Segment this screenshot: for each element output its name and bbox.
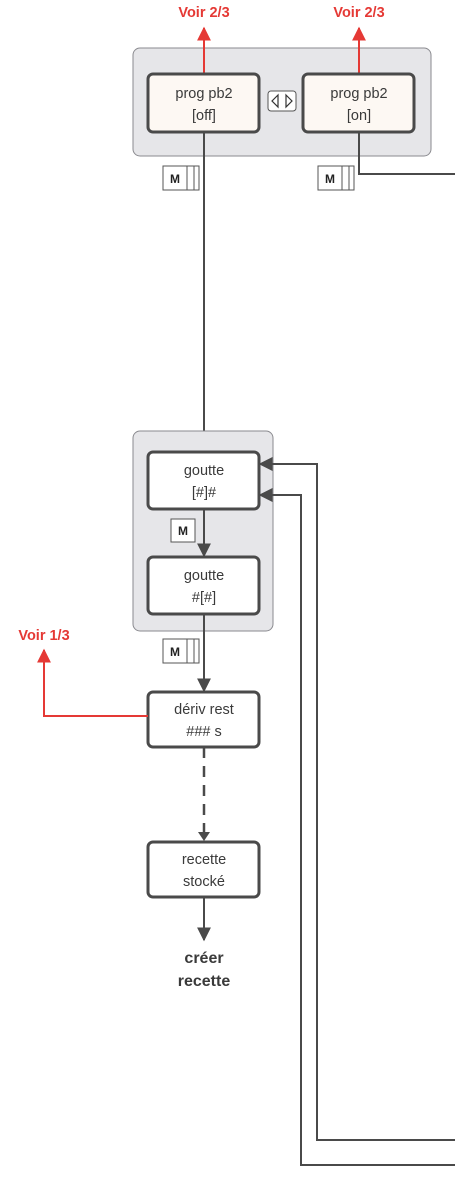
m-key-icon: M [162, 165, 200, 191]
return-line-to-goutte-2 [258, 488, 455, 1166]
svg-text:M: M [170, 172, 180, 186]
node-prog-pb2-on[interactable]: prog pb2 [on] [301, 72, 416, 134]
node-prog-pb2-off[interactable]: prog pb2 [off] [146, 72, 261, 134]
voir-link-right[interactable]: Voir 2/3 [333, 5, 384, 21]
node-deriv-rest[interactable]: dériv rest ### s [146, 690, 261, 749]
node-label: recette [182, 852, 226, 868]
node-label: prog pb2 [175, 86, 232, 102]
node-value: ### s [186, 724, 221, 740]
node-label: goutte [184, 568, 224, 584]
left-right-arrows-icon [267, 90, 297, 112]
dashed-arrow-head [198, 832, 210, 841]
node-label: dériv rest [174, 702, 234, 718]
node-value: #[#] [192, 590, 216, 606]
node-recette-stocke[interactable]: recette stocké [146, 840, 261, 899]
voir-link-left[interactable]: Voir 2/3 [178, 5, 229, 21]
creer-recette-label-1: créer [184, 950, 223, 967]
node-label: prog pb2 [330, 86, 387, 102]
m-key-icon: M [317, 165, 355, 191]
node-value: [off] [192, 108, 216, 124]
m-key-icon: M [162, 638, 200, 664]
voir-link-deriv[interactable]: Voir 1/3 [18, 628, 69, 644]
node-label: goutte [184, 463, 224, 479]
node-value: [on] [347, 108, 371, 124]
m-key-icon: M [170, 518, 196, 543]
creer-recette-label-2: recette [178, 973, 231, 990]
svg-text:M: M [178, 524, 188, 538]
node-value: [#]# [192, 485, 216, 501]
return-line-to-goutte-1 [258, 457, 455, 1141]
connector-prog-on-exit [358, 132, 455, 175]
voir-arrow-deriv [37, 648, 148, 717]
svg-text:M: M [325, 172, 335, 186]
node-goutte-1[interactable]: goutte [#]# [146, 450, 261, 511]
node-goutte-2[interactable]: goutte #[#] [146, 555, 261, 616]
svg-text:M: M [170, 645, 180, 659]
node-value: stocké [183, 874, 225, 890]
